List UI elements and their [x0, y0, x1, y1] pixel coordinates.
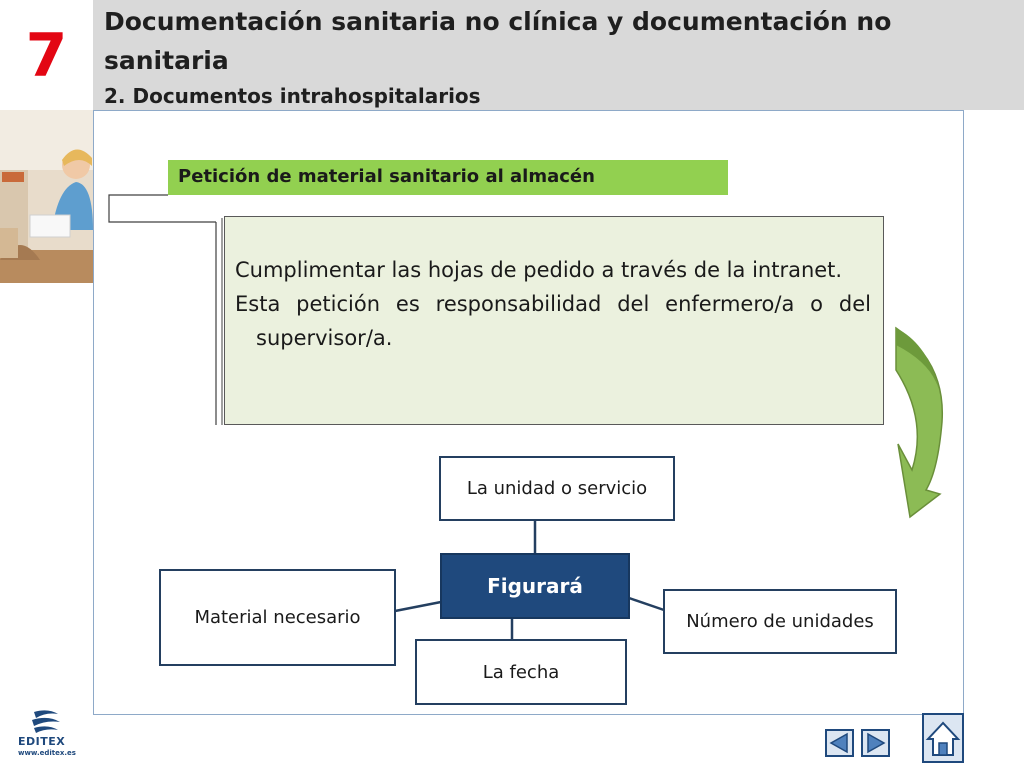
header-band: Documentación sanitaria no clínica y doc… [93, 0, 1024, 110]
slide-subtitle: 2. Documentos intrahospitalarios [104, 84, 481, 108]
body-paragraph-2: Esta petición es responsabilidad del enf… [235, 292, 871, 350]
next-button[interactable] [861, 729, 890, 757]
node-date: La fecha [415, 639, 627, 705]
editex-logo-name: EDITEX [18, 735, 66, 748]
body-paragraph-1: Cumplimentar las hojas de pedido a travé… [235, 258, 843, 282]
info-text-box: Cumplimentar las hojas de pedido a travé… [224, 216, 884, 425]
section-label: Petición de material sanitario al almacé… [168, 160, 728, 195]
node-unit-service: La unidad o servicio [439, 456, 675, 521]
node-unit-count: Número de unidades [663, 589, 897, 654]
previous-arrow-icon [829, 732, 848, 754]
node-center-figurara: Figurará [440, 553, 630, 619]
previous-button[interactable] [825, 729, 854, 757]
slide-title: Documentación sanitaria no clínica y doc… [104, 7, 892, 75]
editex-logo [32, 710, 60, 733]
chapter-box: 7 [0, 0, 93, 110]
next-arrow-icon [867, 732, 886, 754]
editex-logo-url: www.editex.es [18, 749, 76, 757]
home-button[interactable] [922, 713, 964, 763]
nurse-photo [0, 110, 93, 283]
chapter-number: 7 [25, 21, 68, 91]
node-material-needed: Material necesario [159, 569, 396, 666]
home-icon [925, 721, 961, 756]
